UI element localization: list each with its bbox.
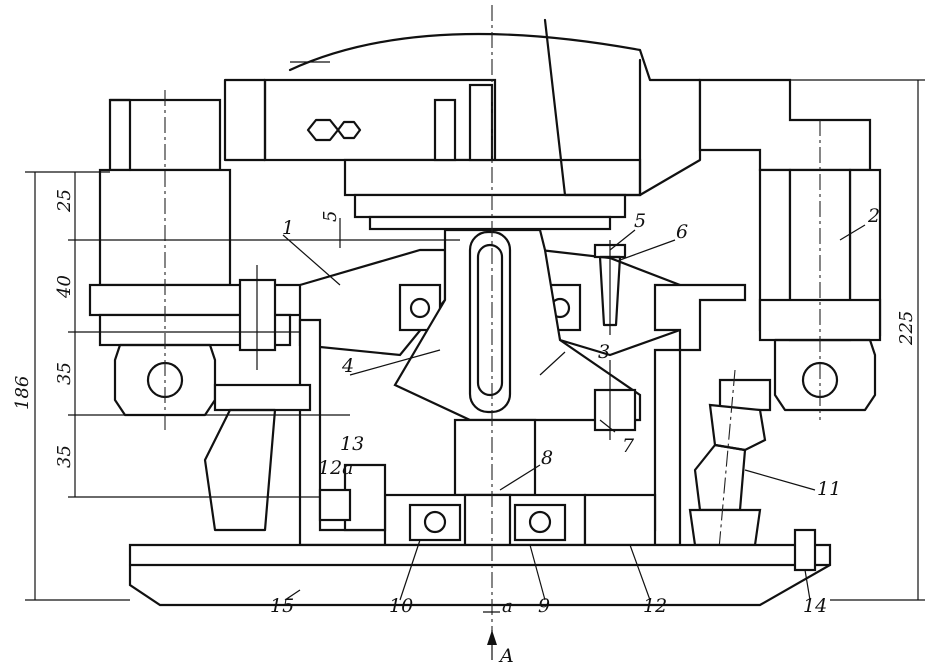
shaft-part-8 <box>453 418 537 497</box>
dim-40: 40 <box>54 275 75 299</box>
label-part-12a: 12a <box>318 457 354 479</box>
label-part-2: 2 <box>867 205 880 227</box>
label-part-12: 12 <box>643 595 667 617</box>
dimension-lines <box>25 79 925 660</box>
right-column-part-2 <box>698 78 882 420</box>
dim-35-upper: 35 <box>54 362 75 385</box>
screws-5-6-7 <box>593 240 637 440</box>
left-leg <box>203 265 312 532</box>
label-part-13: 13 <box>340 433 364 455</box>
dimension-values: 25 40 35 35 186 225 5 a <box>12 189 917 617</box>
label-part-6: 6 <box>676 221 688 243</box>
label-part-3: 3 <box>598 341 610 363</box>
leader-lines <box>282 224 866 601</box>
label-part-4: 4 <box>341 355 354 377</box>
bearing-assembly <box>383 493 657 547</box>
dim-25: 25 <box>54 189 75 213</box>
label-part-10: 10 <box>389 595 413 617</box>
label-part-15: 15 <box>270 595 294 617</box>
part-labels: 1 2 3 4 5 6 7 8 9 10 11 12 12a 13 14 15 <box>270 205 880 617</box>
label-part-1: 1 <box>282 217 294 239</box>
label-part-7: 7 <box>622 435 635 457</box>
dim-5: 5 <box>320 211 341 222</box>
view-arrow-label: A <box>498 645 514 667</box>
dim-35-lower: 35 <box>54 445 75 468</box>
spindle-head-housing <box>223 18 702 231</box>
label-part-14: 14 <box>803 595 827 617</box>
base-plate-part-15 <box>128 528 832 607</box>
label-part-5: 5 <box>634 210 646 232</box>
hub-part-3 <box>393 228 642 422</box>
label-part-11: 11 <box>817 478 841 500</box>
label-part-9: 9 <box>538 595 550 617</box>
dim-a: a <box>502 596 513 617</box>
dim-186: 186 <box>12 376 33 410</box>
dim-225: 225 <box>896 311 917 346</box>
label-part-8: 8 <box>541 447 553 469</box>
right-leg-part-11 <box>688 369 772 561</box>
clamp-part-13 <box>318 463 387 532</box>
